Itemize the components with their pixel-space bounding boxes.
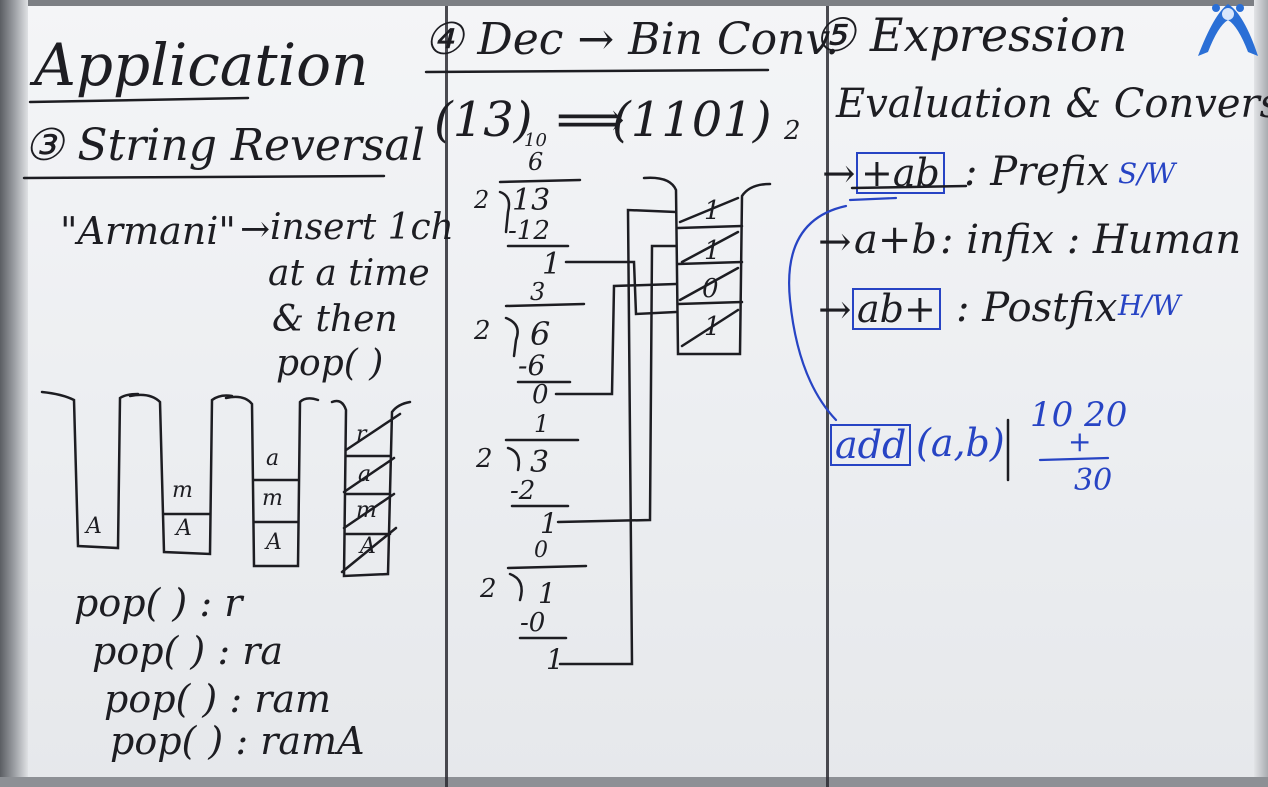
channel-logo-icon xyxy=(1198,4,1258,56)
step3-quotient: 1 xyxy=(534,410,550,438)
add-function: add xyxy=(830,424,912,466)
prefix-arrow: → xyxy=(822,151,856,197)
step4-dividend: 1 xyxy=(538,577,556,610)
postfix-label: : Postfix xyxy=(956,285,1118,331)
equation-left: (13) xyxy=(434,92,533,148)
stack2-cell-2: m xyxy=(172,478,193,503)
step3-dividend: 3 xyxy=(530,445,550,480)
dec-bin-heading: ④ Dec → Bin Conv. xyxy=(424,14,840,65)
prefix-note: S/W xyxy=(1118,157,1176,190)
step4-remainder: 1 xyxy=(546,643,564,676)
step3-subtract: -2 xyxy=(510,476,536,506)
desc-line-1: insert 1ch xyxy=(270,207,454,248)
string-reversal-heading: ③ String Reversal xyxy=(24,120,425,171)
postfix-note: H/W xyxy=(1118,289,1181,322)
sum-result: 30 xyxy=(1074,463,1113,498)
column-divider-left xyxy=(445,6,448,787)
equation-left-base: 10 xyxy=(524,130,547,151)
stack4-cell-4: r xyxy=(356,422,367,447)
stack3-cell-1: A xyxy=(266,530,282,555)
stack1-cell-1: A xyxy=(86,514,102,539)
example-arrow: → xyxy=(240,209,271,250)
step4-quotient: 0 xyxy=(534,538,548,563)
step2-quotient: 3 xyxy=(530,278,546,306)
board-frame-right xyxy=(1254,0,1268,787)
stack4-cell-1: A xyxy=(360,534,376,559)
stack2-cell-1: A xyxy=(176,516,192,541)
bin-stack-cell-3: 0 xyxy=(702,274,719,304)
step2-subtract: -6 xyxy=(518,349,546,382)
step1-subtract: -12 xyxy=(508,216,550,246)
desc-line-4: pop( ) xyxy=(276,343,384,384)
prefix-label: : Prefix xyxy=(964,149,1110,195)
application-heading: Application xyxy=(34,31,369,99)
pop-line-3: pop( ) : ram xyxy=(104,677,332,721)
step1-quotient: 6 xyxy=(528,148,544,176)
desc-line-3: & then xyxy=(272,299,398,340)
step3-divisor: 2 xyxy=(476,444,493,474)
column-divider-right xyxy=(826,6,829,787)
sum-operands: 10 20 xyxy=(1030,395,1128,435)
equation-right: (1101) xyxy=(612,92,772,148)
equation-arrow: ⟹ xyxy=(556,92,625,148)
board-frame-top xyxy=(0,0,1268,6)
infix-expression: a+b xyxy=(854,217,937,263)
stack3-cell-2: m xyxy=(262,486,283,511)
step3-remainder: 1 xyxy=(540,507,558,540)
step4-subtract: -0 xyxy=(520,608,546,638)
board-frame-bottom xyxy=(0,777,1268,787)
pop-line-1: pop( ) : r xyxy=(74,581,243,625)
pop-line-4: pop( ) : ramA xyxy=(110,719,365,763)
pop-line-2: pop( ) : ra xyxy=(92,629,284,673)
add-function-args: (a,b) xyxy=(916,421,1005,465)
postfix-arrow: → xyxy=(818,287,852,333)
expression-heading: ⑤ Expression xyxy=(814,8,1128,62)
evaluation-conversion-heading: Evaluation & Conversion xyxy=(836,81,1268,127)
step1-divisor: 2 xyxy=(474,186,490,214)
step1-remainder: 1 xyxy=(542,247,562,282)
step4-divisor: 2 xyxy=(480,574,497,604)
equation-right-base: 2 xyxy=(784,116,801,146)
step1-dividend: 13 xyxy=(512,183,551,218)
sum-operator: + xyxy=(1068,425,1092,458)
desc-line-2: at a time xyxy=(268,253,430,294)
example-word: "Armani" xyxy=(60,209,236,253)
postfix-expression: ab+ xyxy=(852,288,941,330)
infix-arrow: → xyxy=(818,219,852,265)
board-frame-left xyxy=(0,0,28,787)
infix-label: : infix : Human xyxy=(940,217,1242,263)
step2-remainder: 0 xyxy=(532,380,549,410)
stack3-cell-3: a xyxy=(266,446,280,471)
bin-stack-cell-1: 1 xyxy=(704,196,721,226)
step2-divisor: 2 xyxy=(474,316,491,346)
step2-dividend: 6 xyxy=(530,315,551,353)
